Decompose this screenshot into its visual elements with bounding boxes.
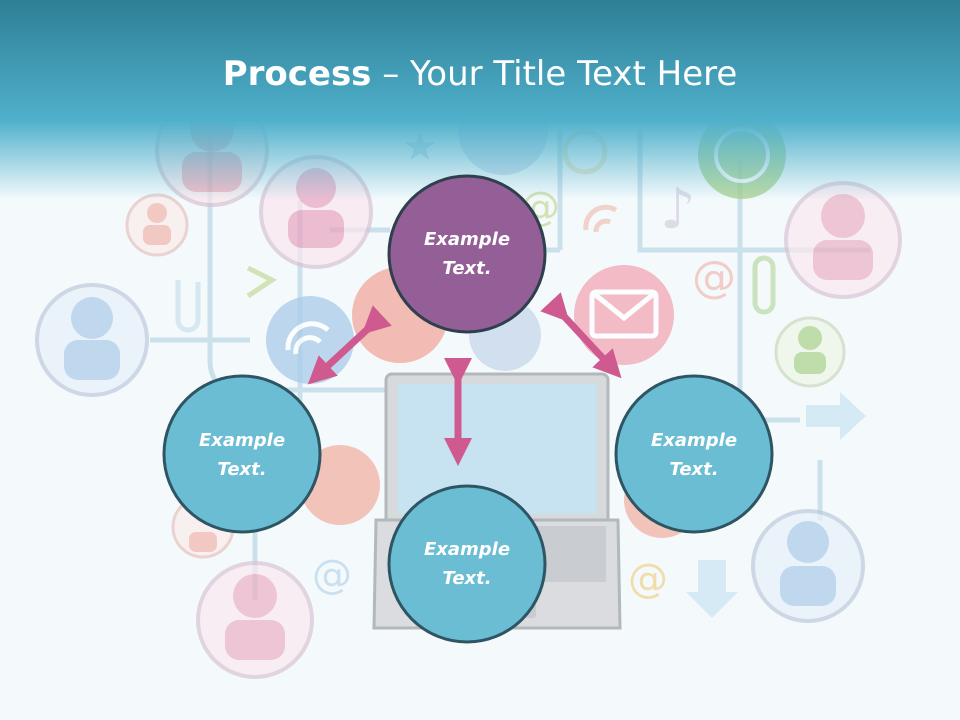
node-bottom-line1: Example bbox=[423, 539, 511, 560]
node-bottom-circle bbox=[387, 484, 547, 644]
person-icon bbox=[774, 316, 846, 388]
node-right-circle bbox=[614, 374, 774, 534]
node-right-text: Example Text. bbox=[619, 426, 769, 484]
node-top-circle bbox=[387, 174, 547, 334]
arrow-top-right bbox=[540, 292, 622, 379]
laptop-illustration bbox=[372, 372, 622, 630]
node-left-circle bbox=[162, 374, 322, 534]
node-top-text: Example Text. bbox=[392, 225, 542, 283]
node-left-line2: Text. bbox=[217, 459, 267, 480]
arrow-top-left bbox=[307, 305, 392, 385]
share-nodes-icon bbox=[246, 265, 277, 299]
person-icon bbox=[751, 509, 865, 623]
person-icon bbox=[125, 193, 189, 257]
rss-icon bbox=[583, 204, 618, 233]
slide-title-bold: Process bbox=[222, 54, 372, 94]
node-top-line1: Example bbox=[423, 229, 511, 250]
paperclip-icon bbox=[175, 280, 201, 333]
at-sign-icon: @ bbox=[312, 552, 352, 598]
slide-title-rest: – Your Title Text Here bbox=[371, 54, 738, 94]
node-left-line1: Example bbox=[198, 430, 286, 451]
slide-title: Process – Your Title Text Here bbox=[0, 52, 960, 96]
header-band bbox=[0, 0, 960, 200]
at-sign-icon: @ bbox=[628, 556, 668, 602]
person-icon bbox=[35, 283, 149, 397]
person-icon bbox=[196, 561, 314, 679]
node-left-text: Example Text. bbox=[167, 426, 317, 484]
arrow-down-icon bbox=[686, 560, 738, 618]
node-bottom-text: Example Text. bbox=[392, 535, 542, 593]
arrow-right-icon bbox=[806, 392, 866, 440]
node-bottom-line2: Text. bbox=[442, 568, 492, 589]
node-top-line2: Text. bbox=[442, 258, 492, 279]
node-right-line2: Text. bbox=[669, 459, 719, 480]
node-right-line1: Example bbox=[650, 430, 738, 451]
at-sign-icon: @ bbox=[692, 252, 736, 303]
link-icon bbox=[752, 255, 776, 315]
